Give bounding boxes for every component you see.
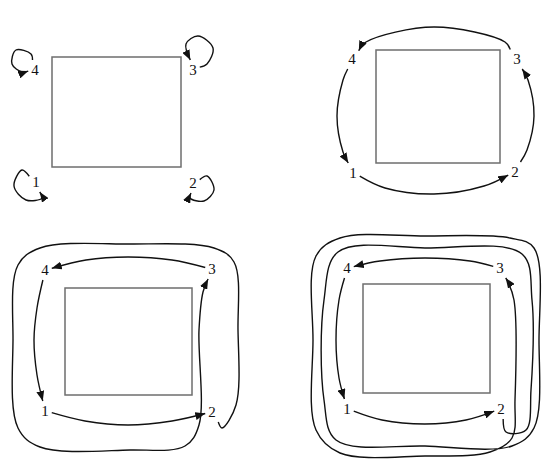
square — [376, 50, 500, 163]
corner-number: 4 — [342, 260, 352, 276]
corner-label: 1 — [343, 401, 351, 417]
arrow-curve — [14, 170, 42, 201]
corner-number: 1 — [40, 403, 50, 419]
square — [52, 57, 181, 167]
arrow-curve — [12, 49, 33, 72]
corner-label: 3 — [189, 62, 197, 78]
corner-number: 4 — [40, 262, 50, 278]
corner-number: 1 — [31, 174, 41, 190]
arrow-curve — [360, 175, 509, 194]
arrow-curve — [354, 411, 495, 424]
corner-number: 2 — [496, 401, 506, 417]
corner-label: 3 — [208, 261, 216, 277]
corner-number: 4 — [347, 51, 357, 67]
corner-number: 3 — [512, 51, 522, 67]
corner-label: 1 — [41, 403, 49, 419]
square — [65, 288, 192, 395]
corner-label: 4 — [31, 62, 39, 78]
arrow-curve — [190, 176, 214, 201]
connectors — [12, 27, 541, 458]
arrow-curve — [34, 280, 43, 401]
arrow-curve — [336, 278, 345, 399]
arrow-curve — [311, 234, 540, 457]
corner-label: 3 — [496, 260, 504, 276]
arrow-curve — [337, 69, 348, 163]
arrow-curve — [520, 69, 534, 162]
corner-label: 2 — [497, 401, 505, 417]
corner-label: 4 — [348, 51, 356, 67]
arrow-curve — [52, 413, 206, 425]
corner-number: 2 — [188, 175, 198, 191]
corner-label: 1 — [349, 165, 357, 181]
corner-number: 4 — [30, 62, 40, 78]
corner-number: 2 — [510, 164, 520, 180]
arrow-curve — [354, 258, 494, 267]
corner-label: 2 — [189, 175, 197, 191]
corner-label: 4 — [343, 260, 351, 276]
arrow-curve — [52, 257, 206, 268]
corner-label: 2 — [208, 404, 216, 420]
corner-label: 4 — [41, 262, 49, 278]
corner-number: 3 — [495, 260, 505, 276]
corner-number: 1 — [348, 165, 358, 181]
corner-label: 3 — [513, 51, 521, 67]
corner-number: 3 — [207, 261, 217, 277]
arrow-curve — [359, 27, 511, 51]
square — [363, 284, 490, 393]
corner-label: 1 — [32, 174, 40, 190]
corner-number: 3 — [188, 62, 198, 78]
corner-number: 2 — [207, 404, 217, 420]
corner-number: 1 — [342, 401, 352, 417]
arrow-curve — [12, 243, 239, 451]
corner-label: 2 — [511, 164, 519, 180]
